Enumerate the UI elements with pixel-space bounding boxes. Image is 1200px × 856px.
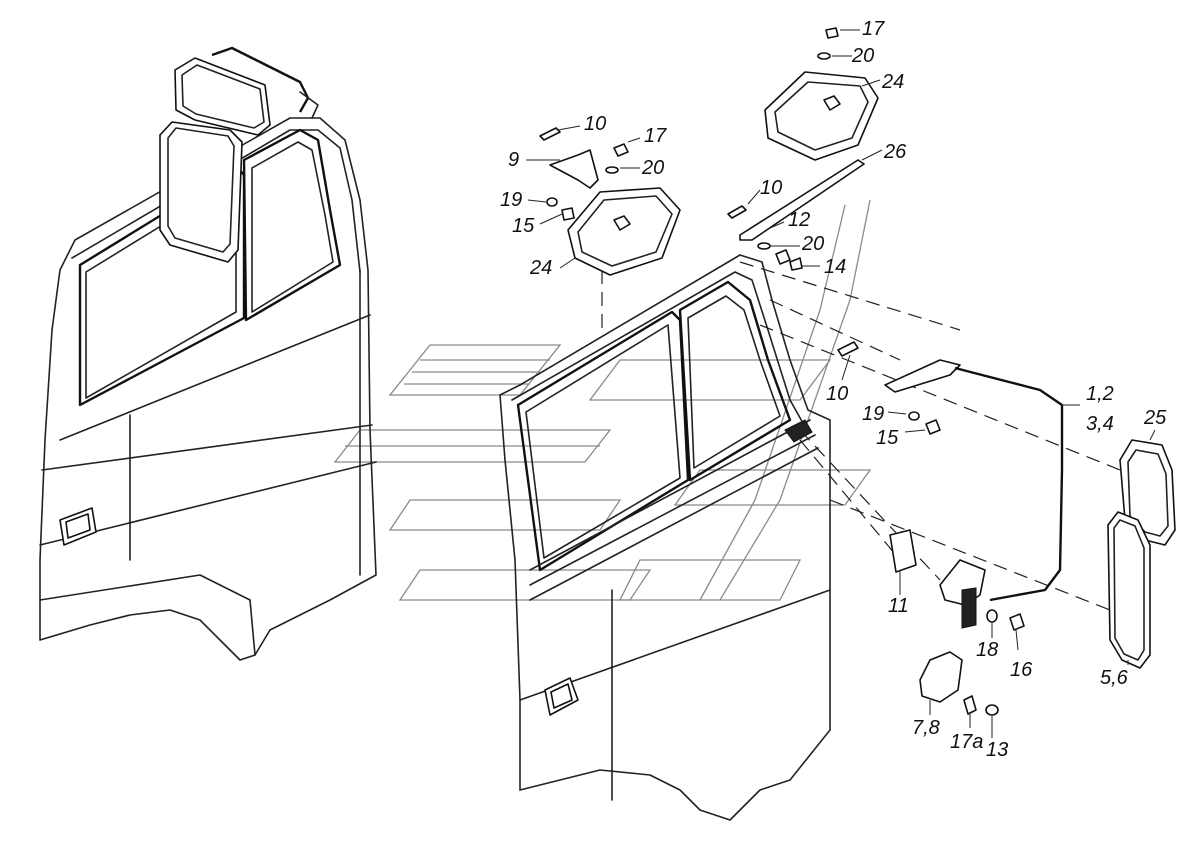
callout-24: 24 bbox=[529, 257, 552, 279]
callout-12: 12 bbox=[788, 209, 810, 231]
watermark-logo bbox=[333, 199, 872, 601]
callout-15: 15 bbox=[876, 427, 899, 449]
bracket-9 bbox=[539, 127, 629, 221]
callout-17: 17 bbox=[644, 125, 667, 147]
callout-26: 26 bbox=[883, 141, 907, 163]
callout-20: 20 bbox=[851, 45, 874, 67]
callout-17: 17 bbox=[862, 18, 885, 40]
callout-11: 11 bbox=[888, 595, 909, 617]
callout-19: 19 bbox=[862, 403, 884, 425]
cover-7-8 bbox=[919, 651, 999, 716]
callout-20: 20 bbox=[641, 157, 664, 179]
cab-assembled bbox=[39, 46, 377, 661]
callout-10: 10 bbox=[760, 177, 782, 199]
mirror-upper-top bbox=[764, 27, 879, 161]
mirror-glass-5-6 bbox=[1107, 511, 1151, 669]
callout-25: 25 bbox=[1143, 407, 1167, 429]
callout-17a: 17а bbox=[950, 731, 983, 753]
assembly-lines bbox=[601, 261, 1121, 611]
callout-7-8: 7,8 bbox=[912, 717, 940, 739]
callout-15: 15 bbox=[512, 215, 535, 237]
mirror-lower-top bbox=[567, 187, 681, 276]
callout-20: 20 bbox=[801, 233, 824, 255]
callout-5-6: 5,6 bbox=[1100, 667, 1129, 689]
door-panel bbox=[499, 254, 831, 821]
callout-16: 16 bbox=[1010, 659, 1033, 681]
callout-13: 13 bbox=[986, 739, 1008, 761]
callout-24: 24 bbox=[881, 71, 904, 93]
callout-10: 10 bbox=[826, 383, 848, 405]
callout-labels: 17 20 24 10 17 9 20 26 19 15 10 12 20 24… bbox=[500, 18, 1167, 761]
callout-1-2: 1,2 bbox=[1086, 383, 1114, 405]
callout-3-4: 3,4 bbox=[1086, 413, 1114, 435]
callout-9: 9 bbox=[508, 149, 519, 171]
callout-18: 18 bbox=[976, 639, 998, 661]
callout-14: 14 bbox=[824, 256, 846, 278]
mirror-arm-1-4 bbox=[837, 341, 1064, 631]
callout-10: 10 bbox=[584, 113, 606, 135]
callout-19: 19 bbox=[500, 189, 522, 211]
leader-lines bbox=[526, 29, 1156, 738]
arm-26 bbox=[727, 159, 865, 271]
